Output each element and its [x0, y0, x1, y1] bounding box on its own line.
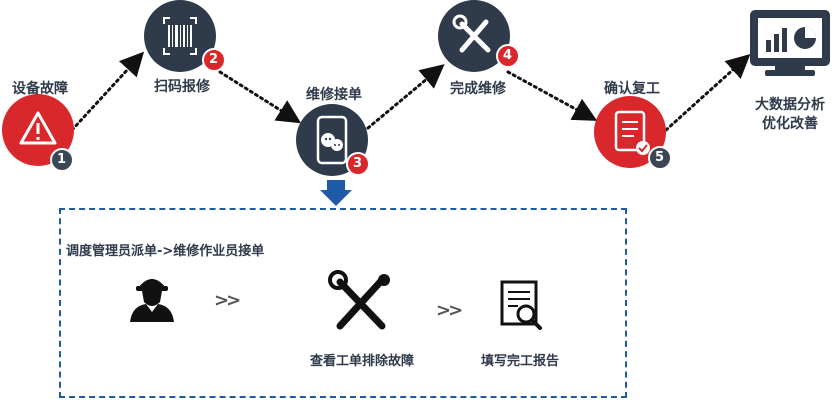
step-5-node — [594, 96, 672, 170]
step-5-label: 确认复工 — [604, 81, 660, 97]
step-1-label: 设备故障 — [12, 81, 68, 97]
step-4-node — [438, 0, 520, 72]
step-3-number: 3 — [353, 156, 363, 171]
task-2-label: 填写完工报告 — [480, 354, 560, 369]
final-label-line-1: 大数据分析 — [755, 97, 825, 113]
barcode-scan-icon — [163, 17, 197, 55]
detail-arrow-2: >> — [436, 300, 463, 321]
step-1-badge — [50, 148, 74, 172]
down-arrow — [320, 180, 352, 206]
detail-title: 调度管理员派单->维修作业员接单 — [66, 244, 265, 259]
checklist-icon — [614, 110, 650, 155]
connector-1-2 — [70, 51, 145, 132]
monitor-chart-icon — [750, 10, 830, 76]
final-label-line-2: 优化改善 — [762, 116, 818, 132]
step-4-number: 4 — [503, 48, 513, 63]
step-3-node — [296, 104, 370, 176]
step-4-label: 完成维修 — [450, 81, 506, 97]
task-1-label: 查看工单排除故障 — [309, 354, 415, 369]
report-magnifier-icon — [500, 280, 542, 330]
wechat-phone-icon — [316, 115, 348, 165]
connector-2-3 — [218, 70, 302, 124]
warning-icon — [19, 111, 57, 145]
step-4-badge — [496, 44, 520, 68]
connector-5-6 — [664, 53, 751, 132]
step-5-number: 5 — [655, 150, 665, 165]
connector-3-4 — [366, 64, 445, 130]
step-1-node — [2, 94, 74, 172]
step-2-label: 扫码报修 — [154, 79, 210, 95]
wrench-screwdriver-icon — [328, 270, 390, 330]
step-2-badge — [202, 48, 226, 72]
step-2-number: 2 — [209, 52, 219, 67]
detail-arrow-1: >> — [214, 290, 241, 311]
wrench-screwdriver-icon — [459, 19, 491, 53]
barcode-bars — [168, 25, 192, 47]
worker-helmet-icon — [130, 279, 174, 322]
step-1-number: 1 — [57, 152, 67, 167]
step-3-badge — [346, 152, 370, 176]
detail-box — [59, 208, 627, 398]
connector-4-5 — [506, 70, 598, 121]
step-2-node — [144, 0, 226, 72]
step-3-label: 维修接单 — [306, 87, 362, 103]
step-5-badge — [648, 146, 672, 170]
